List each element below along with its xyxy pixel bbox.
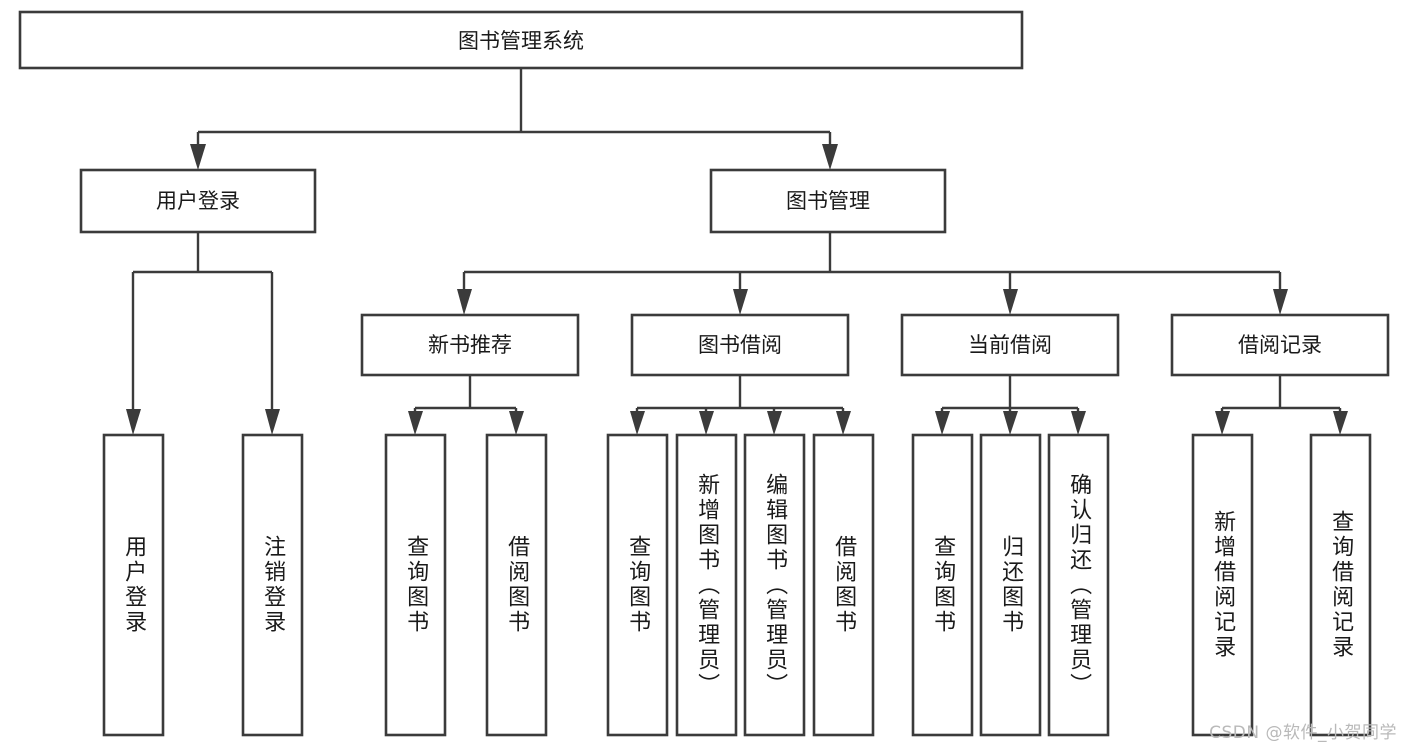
node-current-borrow-label: 当前借阅 xyxy=(968,333,1052,357)
arrowhead-return-book xyxy=(1003,411,1018,435)
node-book-borrow-box[interactable] xyxy=(630,313,850,377)
leaf-query-book-2-box[interactable] xyxy=(606,433,669,737)
leaf-edit-book-box[interactable] xyxy=(743,433,806,737)
node-group: 图书管理系统 用户登录 图书管理 新书推荐 图书借阅 当前借阅 借阅记录 xyxy=(18,10,1390,737)
arrowhead-user-login xyxy=(190,144,206,170)
arrowhead-borrow-record xyxy=(1273,289,1288,315)
arrowhead-borrow-book-1 xyxy=(509,411,524,435)
node-root-box[interactable] xyxy=(18,10,1024,70)
arrowhead-book-manage xyxy=(822,144,838,170)
node-book-borrow-label: 图书借阅 xyxy=(698,333,782,357)
node-new-book-rec-box[interactable] xyxy=(360,313,580,377)
node-user-login-label: 用户登录 xyxy=(156,189,240,213)
node-user-login-box[interactable] xyxy=(79,168,317,234)
leaf-confirm-return-box[interactable] xyxy=(1047,433,1110,737)
leaf-user-login-box[interactable] xyxy=(102,433,165,737)
node-root-label: 图书管理系统 xyxy=(458,29,584,53)
leaf-logout-login-box[interactable] xyxy=(241,433,304,737)
node-current-borrow-box[interactable] xyxy=(900,313,1120,377)
node-book-manage-label: 图书管理 xyxy=(786,189,870,213)
arrowhead-query-record xyxy=(1333,411,1348,435)
arrowhead-leaf-user-login xyxy=(126,409,141,435)
arrowhead-leaf-logout-login xyxy=(265,409,280,435)
arrowhead-confirm-return xyxy=(1071,411,1086,435)
arrowhead-book-borrow xyxy=(733,289,748,315)
leaf-query-book-1-box[interactable] xyxy=(384,433,447,737)
node-book-manage-box[interactable] xyxy=(709,168,947,234)
arrowhead-add-record xyxy=(1215,411,1230,435)
leaf-query-book-3-box[interactable] xyxy=(911,433,974,737)
connector-group xyxy=(126,68,1348,435)
leaf-return-book-box[interactable] xyxy=(979,433,1042,737)
arrowhead-new-book-rec xyxy=(457,289,472,315)
arrowhead-query-book-2 xyxy=(630,411,645,435)
leaf-add-book-box[interactable] xyxy=(675,433,738,737)
arrowhead-query-book-1 xyxy=(408,411,423,435)
leaf-borrow-book-1-box[interactable] xyxy=(485,433,548,737)
leaf-borrow-book-2-box[interactable] xyxy=(812,433,875,737)
arrowhead-borrow-book-2 xyxy=(836,411,851,435)
leaf-query-record-box[interactable] xyxy=(1309,433,1372,737)
arrowhead-current-borrow xyxy=(1003,289,1018,315)
node-borrow-record-box[interactable] xyxy=(1170,313,1390,377)
node-new-book-rec-label: 新书推荐 xyxy=(428,333,512,357)
watermark-text: CSDN @软件_小贺同学 xyxy=(1209,723,1397,743)
arrowhead-add-book xyxy=(699,411,714,435)
arrowhead-query-book-3 xyxy=(935,411,950,435)
arrowhead-edit-book xyxy=(767,411,782,435)
node-borrow-record-label: 借阅记录 xyxy=(1238,333,1322,357)
leaf-add-record-box[interactable] xyxy=(1191,433,1254,737)
